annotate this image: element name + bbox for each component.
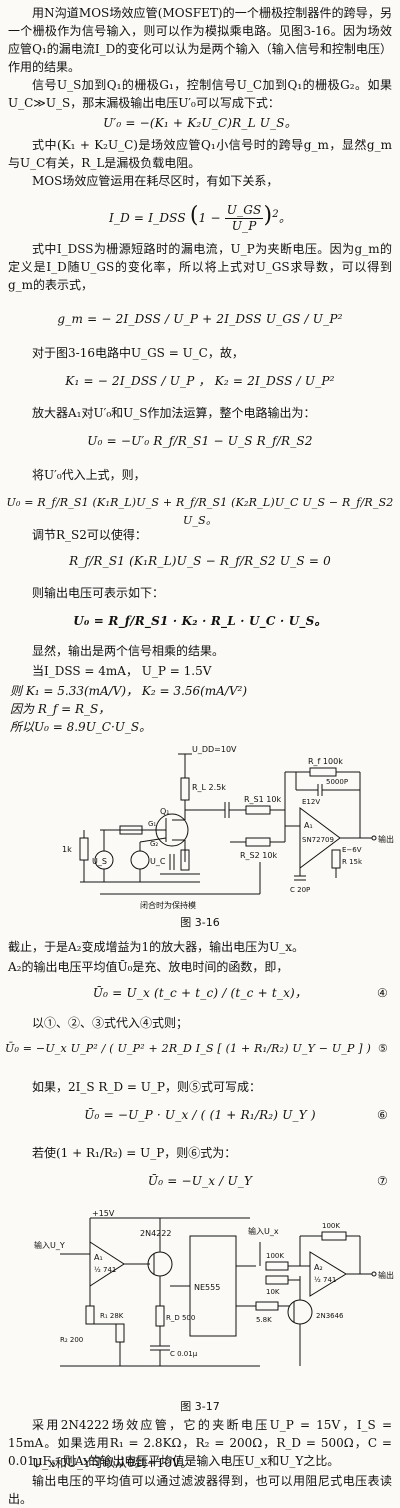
circuit-figure-3-16: U_DD=10V R_L 2.5k Q₁ G₁ G₂ R_S1 10k R_S2… <box>62 745 394 910</box>
paragraph-pinchoff: 式中I_DSS为栅源短路时的漏电流，U_P为夹断电压。因为g_m的定义是I_D随… <box>8 242 392 292</box>
label-100k-a: 100K <box>266 1252 284 1260</box>
paragraph-depletion: MOS场效应管运用在耗尽区时，有如下关系， <box>32 174 279 188</box>
label-rs1: R_S1 10k <box>244 795 281 804</box>
equation-2-denominator: U_P <box>231 219 257 233</box>
line-therefore: 所以U₀ = 8.9U_C·U_S。 <box>10 720 152 734</box>
label-10k: 10K <box>266 1288 280 1296</box>
equation-12-number: ⑦ <box>377 1174 388 1188</box>
label-input-x: 输入U_x <box>248 1226 279 1236</box>
equation-9-text: Ū₀ = U_x (t_c + t_c) / (t_c + t_x)， <box>92 986 308 1000</box>
label-udd: U_DD=10V <box>192 745 237 754</box>
equation-8: U₀ = R_f/R_S1 · K₂ · R_L · U_C · U_S。 <box>73 614 327 628</box>
label-2n3646: 2N3646 <box>316 1312 344 1320</box>
label-r15: R 15k <box>342 858 363 866</box>
paragraph-range: U_x和U_Y可以从0到+10V。 <box>32 1456 193 1470</box>
label-q1: Q₁ <box>160 807 170 816</box>
paragraph-result: 显然，输出是两个信号相乘的结果。 <box>32 644 225 658</box>
line-k-values: 则 K₁ = 5.33(mA/V)， K₂ = 3.56(mA/V²) <box>10 684 248 698</box>
equation-2: I_D = I_DSS (1 − U_GS U_P )2。 <box>108 203 292 233</box>
equation-9-number: ④ <box>377 986 388 1000</box>
equation-11-text: Ū₀ = −U_P · U_x / ( (1 + R₁/R₂) U_Y ) <box>84 1108 316 1122</box>
label-2n4222: 2N4222 <box>140 1229 171 1238</box>
paragraph-average: A₂的输出电压平均值Ū₀是充、放电时间的函数，即， <box>8 960 289 974</box>
label-op741: ½ 741 <box>94 1266 116 1274</box>
label-rl: R_L 2.5k <box>192 783 226 792</box>
paragraph-output: 则输出电压可表示如下： <box>32 586 165 600</box>
label-5-8k: 5.8K <box>256 1316 272 1324</box>
paragraph-cutoff: 截止，于是A₂变成增益为1的放大器，输出电压为U_x。 <box>8 940 304 954</box>
label-a2: A₂ <box>314 1263 323 1272</box>
label-ne555: NE555 <box>194 1283 220 1292</box>
paragraph-substitution: 以①、②、③式代入④式则； <box>32 1016 189 1030</box>
label-rs2: R_S2 10k <box>240 851 277 860</box>
paragraph-signal: 信号U_S加到Q₁的栅极G₁，控制信号U_C加到Q₁的栅极G₂。如果U_C≫U_… <box>8 78 392 110</box>
paragraph-transconductance: 式中(K₁ + K₂U_C)是场效应管Q₁小信号时的跨导g_m，显然g_m与U_… <box>8 138 392 170</box>
label-c20: C 20P <box>290 886 310 894</box>
line-because: 因为 R_f = R_S， <box>10 702 111 716</box>
paragraph-condition: 当I_DSS = 4mA， U_P = 1.5V <box>32 664 212 678</box>
label-g1: G₁ <box>148 820 156 828</box>
equation-9: Ū₀ = U_x (t_c + t_c) / (t_c + t_x)， ④ <box>0 984 400 1002</box>
equation-6: U₀ = R_f/R_S1 (K₁R_L)U_S + R_f/R_S1 (K₂R… <box>6 496 394 527</box>
paragraph-adjust: 调节R_S2可以使得： <box>32 528 147 542</box>
equation-2-lhs: I_D = I_DSS <box>108 211 186 225</box>
label-output: 输出 <box>378 834 394 844</box>
paragraph-let: 若使(1 + R₁/R₂) = U_P，则⑥式为： <box>32 1146 237 1160</box>
label-r1k: 1k <box>62 845 72 854</box>
equation-10: Ū₀ = −U_x U_P² / ( U_P² + 2R_D I_S [ (1 … <box>0 1040 400 1058</box>
paragraph-if: 如果，2I_S R_D = U_P，则⑤式可写成： <box>32 1080 261 1094</box>
label-switch-note: 闭合时为保持模 <box>140 900 196 910</box>
label-capacitor: C 0.01μ <box>170 1350 198 1358</box>
label-g2: G₂ <box>150 840 158 848</box>
figure-caption-3-16: 图 3-16 <box>180 916 220 929</box>
circuit-figure-3-17: +15V 输入U_Y A₁ ½ 741 2N4222 NE555 R₁ 28K … <box>34 1209 394 1367</box>
label-op741b: ½ 741 <box>314 1276 336 1284</box>
label-output-17: 输出 <box>378 1270 394 1280</box>
label-a1: A₁ <box>304 821 313 830</box>
equation-11: Ū₀ = −U_P · U_x / ( (1 + R₁/R₂) U_Y ) ⑥ <box>0 1106 400 1124</box>
equation-7: R_f/R_S1 (K₁R_L)U_S − R_f/R_S2 U_S = 0 <box>69 554 331 568</box>
paragraph-fet-choice: 采用2N4222场效应管，它的夹断电压U_P = 15V，I_S = 15mA。… <box>8 1418 392 1468</box>
label-c5000: 5000P <box>326 778 348 786</box>
equation-5: U₀ = −U′₀ R_f/R_S1 − U_S R_f/R_S2 <box>87 434 313 448</box>
equation-2-numerator: U_GS <box>224 203 264 219</box>
equation-12: Ū₀ = −U_x / U_Y ⑦ <box>0 1172 400 1190</box>
equation-11-number: ⑥ <box>377 1108 388 1122</box>
paragraph-readout: 输出电压的平均值可以通过滤波器得到，也可以用阻尼式电压表读出。 <box>8 1474 392 1506</box>
paragraph-amplifier: 放大器A₁对U′₀和U_S作加法运算，整个电路输出为： <box>32 406 316 420</box>
label-a1-17: A₁ <box>94 1253 103 1262</box>
label-opamp: SN72709 <box>302 836 334 844</box>
label-rf: R_f 100k <box>308 757 343 766</box>
label-em6: E−6V <box>342 846 362 854</box>
equation-1: U′₀ = −(K₁ + K₂U_C)R_L U_S。 <box>103 116 297 130</box>
figure-caption-3-17: 图 3-17 <box>180 1400 220 1413</box>
equation-12-text: Ū₀ = −U_x / U_Y <box>147 1174 253 1188</box>
label-r1: R₁ 28K <box>100 1312 124 1320</box>
equation-4: K₁ = − 2I_DSS / U_P ， K₂ = 2I_DSS / U_P² <box>65 374 335 388</box>
label-e12: E12V <box>302 798 320 806</box>
label-v15: +15V <box>92 1209 115 1218</box>
label-uc: U_C <box>150 857 166 866</box>
paragraph-ugs: 对于图3-16电路中U_GS = U_C，故， <box>32 346 244 360</box>
label-rd: R_D 500 <box>166 1314 195 1322</box>
equation-3: g_m = − 2I_DSS / U_P + 2I_DSS U_GS / U_P… <box>57 312 343 326</box>
paragraph-substitute: 将U′₀代入上式，则， <box>32 468 146 482</box>
equation-10-number: ⑤ <box>377 1042 388 1055</box>
paragraph-intro: 用N沟道MOS场效应管(MOSFET)的一个栅极控制器件的跨导，另一个栅极作为信… <box>8 6 392 74</box>
label-us: U_S <box>92 857 107 866</box>
label-input-y: 输入U_Y <box>34 1240 65 1250</box>
equation-10-text: Ū₀ = −U_x U_P² / ( U_P² + 2R_D I_S [ (1 … <box>5 1042 371 1055</box>
label-100k-b: 100K <box>322 1222 340 1230</box>
label-r2: R₂ 200 <box>60 1336 83 1344</box>
